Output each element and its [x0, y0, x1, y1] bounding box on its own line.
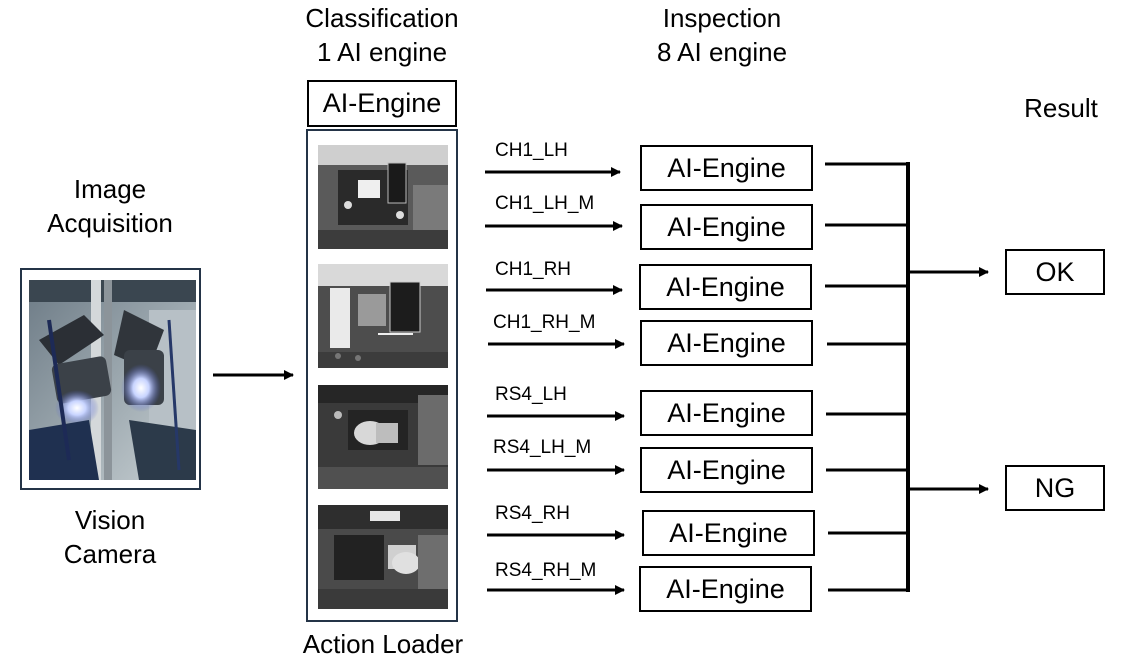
inspection-engine-box: AI-Engine — [639, 264, 812, 310]
result-title: Result — [1024, 93, 1098, 123]
acquisition-caption-line2: Camera — [63, 539, 157, 569]
route-label: RS4_RH — [495, 503, 570, 524]
acquisition-title: Image Acquisition — [20, 172, 200, 240]
route-label: RS4_LH_M — [493, 437, 592, 458]
route-label: RS4_RH_M — [495, 560, 597, 581]
part-image-4 — [318, 505, 448, 609]
inspection-engine-box: AI-Engine — [639, 566, 812, 612]
acquisition-caption-line1: Vision — [74, 505, 146, 535]
inspection-engine-box: AI-Engine — [640, 447, 813, 493]
inspection-engine-box: AI-Engine — [640, 204, 813, 250]
inspection-title-line2: 8 AI engine — [656, 37, 788, 67]
part-image-2 — [318, 264, 448, 368]
route-label: CH1_RH_M — [493, 312, 596, 333]
classification-caption: Action Loader — [302, 629, 464, 659]
inspection-engine-box: AI-Engine — [640, 390, 813, 436]
route-label: CH1_LH — [495, 140, 568, 161]
classification-title: Classification 1 AI engine — [282, 1, 482, 69]
acquisition-title-line2: Acquisition — [47, 208, 173, 238]
vision-camera-photo — [20, 268, 201, 490]
result-ng-box: NG — [1005, 465, 1105, 511]
action-loader-panel — [306, 129, 458, 622]
acquisition-title-line1: Image — [73, 174, 147, 204]
inspection-title-line1: Inspection — [662, 3, 782, 33]
inspection-engine-box: AI-Engine — [640, 145, 813, 191]
result-ok-box: OK — [1005, 249, 1105, 295]
acquisition-caption: Vision Camera — [20, 503, 200, 571]
route-label: CH1_RH — [495, 259, 572, 280]
inspection-title: Inspection 8 AI engine — [622, 1, 822, 69]
part-image-3 — [318, 385, 448, 489]
route-label: RS4_LH — [495, 384, 567, 405]
part-image-1 — [318, 145, 448, 249]
classification-title-line2: 1 AI engine — [316, 37, 448, 67]
classification-engine-box: AI-Engine — [307, 80, 457, 127]
route-label: CH1_LH_M — [495, 193, 595, 214]
inspection-engine-box: AI-Engine — [640, 320, 813, 366]
inspection-engine-box: AI-Engine — [642, 510, 815, 556]
camera-image — [29, 280, 196, 480]
classification-title-line1: Classification — [305, 3, 459, 33]
